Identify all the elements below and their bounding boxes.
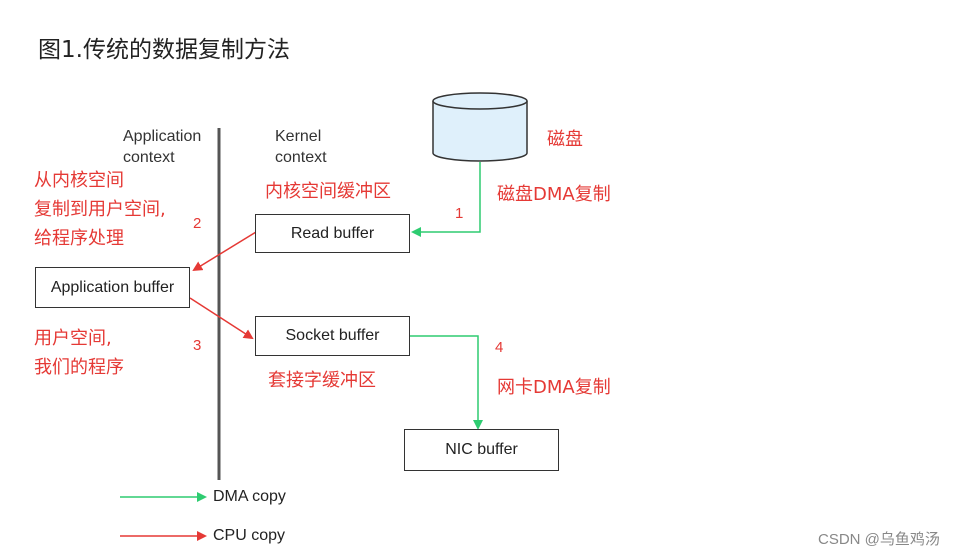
legend-dma-label: DMA copy [213,488,286,505]
figure-title: 图1.传统的数据复制方法 [38,37,290,63]
application-context-label: Application context [123,128,202,166]
nic-dma-copy-annotation: 网卡DMA复制 [497,377,611,398]
dma-arrow-disk-to-read [411,162,481,237]
user-space-annotation: 用户空间, 我们的程序 [34,328,124,378]
application-buffer-box: Application buffer [35,267,190,308]
cpu-arrow-read-to-app [192,231,257,272]
kernel-buffer-annotation: 内核空间缓冲区 [265,181,391,202]
disk-icon [432,92,528,162]
socket-buffer-annotation: 套接字缓冲区 [268,370,376,391]
kernel-context-label: Kernel context [275,128,327,166]
disk-annotation: 磁盘 [547,129,583,150]
socket-buffer-box: Socket buffer [255,316,410,356]
nic-buffer-box: NIC buffer [404,429,559,471]
step-1-label: 1 [455,205,464,222]
watermark: CSDN @乌鱼鸡汤 [818,531,940,548]
read-buffer-box: Read buffer [255,214,410,253]
disk-dma-copy-annotation: 磁盘DMA复制 [497,184,611,205]
cpu-arrow-app-to-socket [189,297,254,340]
step-4-label: 4 [495,339,504,356]
step-2-label: 2 [193,215,202,232]
step-3-label: 3 [193,337,202,354]
legend-cpu-label: CPU copy [213,527,286,544]
dma-arrow-socket-to-nic [410,335,483,430]
copy-to-user-annotation: 从内核空间 复制到用户空间, 给程序处理 [34,170,166,249]
